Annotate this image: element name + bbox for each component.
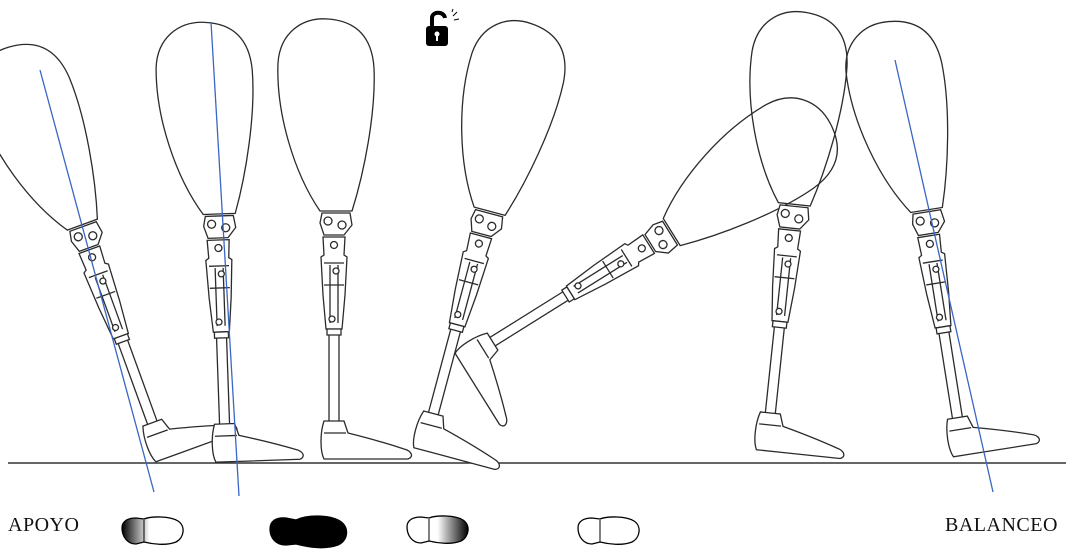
axis-line-1 [40,70,154,492]
prosthetic-leg-6 [711,7,890,459]
footprint-heel-shaded-icon [122,517,183,544]
stance-phase-label: APOYO [8,514,79,537]
prosthetic-leg-1 [0,18,238,492]
prosthetic-leg-7 [839,8,1040,492]
footprint-outline-icon [578,517,639,544]
prosthetic-leg-2 [154,19,303,496]
footprint-full-black-icon [270,516,347,548]
axis-line-7 [895,60,993,492]
footprint-toe-shaded-icon [407,516,468,543]
unlocked-padlock-icon [426,9,459,46]
prosthetic-leg-3 [278,19,412,459]
swing-phase-label: BALANCEO [945,514,1058,537]
prosthetic-leg-5 [431,81,875,428]
